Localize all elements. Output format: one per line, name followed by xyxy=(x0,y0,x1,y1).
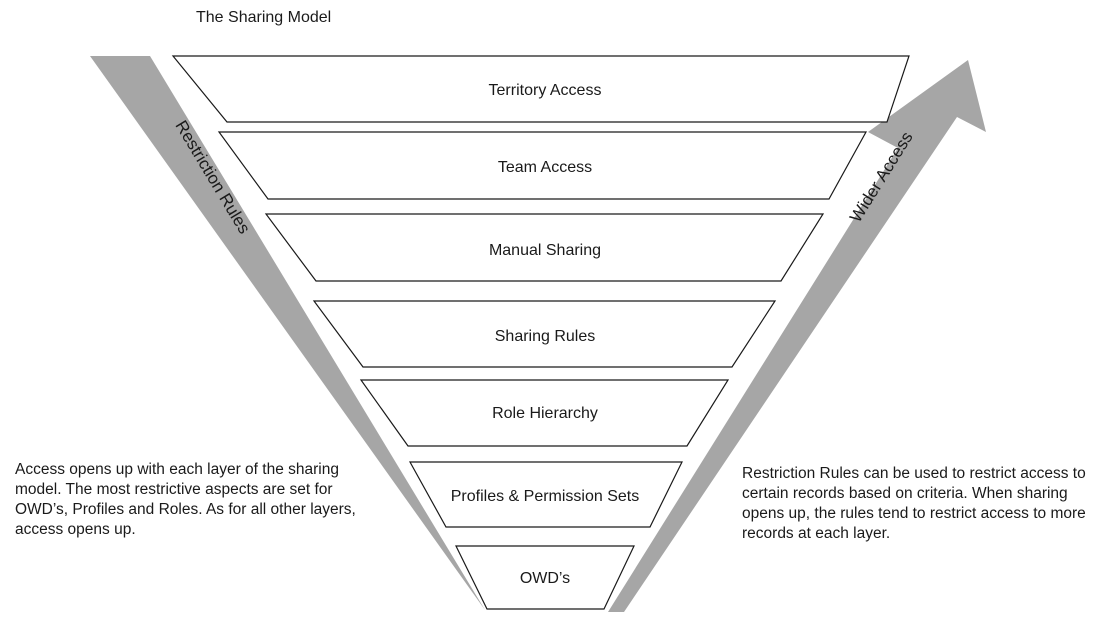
layer-stack: Territory Access Team Access Manual Shar… xyxy=(171,55,910,610)
layer-territory-access xyxy=(171,55,910,123)
diagram-title: The Sharing Model xyxy=(196,9,332,26)
layer-profiles-permission-sets xyxy=(408,461,683,528)
layer-sharing-rules-label: Sharing Rules xyxy=(495,328,596,345)
layer-role-hierarchy-label: Role Hierarchy xyxy=(492,405,598,422)
layer-team-access-label: Team Access xyxy=(498,159,592,176)
layer-owds-label: OWD’s xyxy=(520,570,570,587)
layer-sharing-rules xyxy=(312,300,777,368)
layer-team-access xyxy=(217,131,868,200)
layer-manual-sharing-label: Manual Sharing xyxy=(489,242,601,259)
right-note: Restriction Rules can be used to restric… xyxy=(742,465,1086,542)
left-note: Access opens up with each layer of the s… xyxy=(15,461,356,538)
layer-territory-access-label: Territory Access xyxy=(489,82,602,99)
layer-manual-sharing xyxy=(264,213,825,282)
layer-role-hierarchy xyxy=(359,379,730,447)
wider-access-arrow xyxy=(608,60,986,612)
layer-profiles-permission-sets-label: Profiles & Permission Sets xyxy=(451,488,640,505)
restriction-rules-arrow xyxy=(90,56,485,610)
layer-owds xyxy=(455,545,635,610)
